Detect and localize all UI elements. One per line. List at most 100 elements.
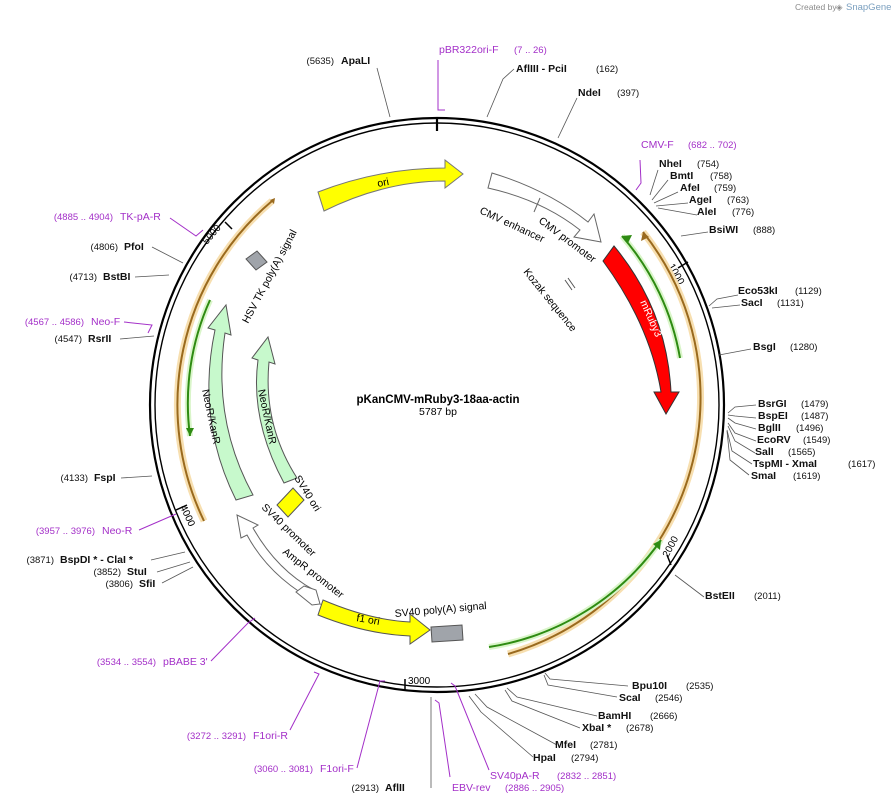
site-pos-stui: (3852): [94, 567, 121, 578]
site-pos-sali: (1565): [788, 447, 815, 458]
site-pos-bstbi: (4713): [70, 272, 97, 283]
site-pos-agei: (763): [727, 195, 749, 206]
tick-label-3000: 3000: [408, 676, 431, 687]
site-afei: AfeI: [680, 182, 700, 194]
site-aflii: AflII: [385, 782, 405, 794]
kozak-mark-2: [567, 277, 576, 289]
site-bsrgi: BsrGI: [758, 398, 787, 410]
tick-label-4000: 4000: [177, 504, 197, 529]
site-bglii: BglII: [758, 422, 781, 434]
mruby3-arrow: [602, 245, 680, 416]
site-bspei: BspEI: [758, 410, 788, 422]
site-pos-bsgi: (1280): [790, 342, 817, 353]
green-band-top-arrowhead: [622, 235, 632, 243]
site-pos-bsiwi: (888): [753, 225, 775, 236]
site-apali: ApaLI: [341, 55, 370, 67]
snapgene-credit: Created by ◈ SnapGene: [795, 2, 891, 13]
primers: pBR322ori-F (7 .. 26) CMV-F (682 .. 702)…: [25, 44, 737, 794]
green-band-left: [186, 299, 211, 437]
site-alei: AleI: [697, 206, 716, 218]
site-pos-saci: (1131): [777, 298, 804, 309]
site-saci: SacI: [741, 297, 763, 309]
cds-band-left: [176, 200, 273, 522]
kozak-mark-1: [564, 279, 573, 291]
site-pos-scai: (2546): [655, 693, 682, 704]
cmv-divider: [533, 197, 541, 213]
primer-range-neo-r: (3957 .. 3976): [36, 526, 95, 537]
primer-ebv-rev: EBV-rev: [452, 782, 491, 794]
site-ecorv: EcoRV: [757, 434, 791, 446]
primer-leaders: [123, 60, 642, 778]
site-smai: SmaI: [751, 470, 776, 482]
site-leaders: [119, 67, 757, 788]
site-sfii: SfiI: [139, 578, 155, 590]
site-bamhi: BamHI: [598, 710, 631, 722]
primer-tk-pa-r: TK-pA-R: [120, 211, 161, 223]
svg-text:◈: ◈: [836, 2, 843, 12]
site-pos-bmti: (758): [710, 171, 732, 182]
tick-4000: [175, 504, 188, 511]
green-band-bottom-glow: [488, 538, 664, 650]
sv40-ori-box: [276, 487, 305, 518]
cds-left-arrowhead: [270, 198, 275, 204]
site-scai: ScaI: [619, 692, 641, 704]
site-pos-nhei: (754): [697, 159, 719, 170]
primer-range-neo-f: (4567 .. 4586): [25, 317, 84, 328]
site-sali: SalI: [755, 446, 774, 458]
primer-f1ori-r: F1ori-R: [253, 730, 288, 742]
site-pos-bpu10i: (2535): [686, 681, 713, 692]
site-bmti: BmtI: [670, 170, 693, 182]
site-pos-eco53ki: (1129): [795, 286, 822, 297]
site-pos-bsrgi: (1479): [801, 399, 828, 410]
tick-label-5000: 5000: [201, 222, 224, 246]
green-band-bottom-arrowhead: [653, 540, 661, 550]
site-stui: StuI: [127, 566, 147, 578]
green-band-top: [621, 235, 681, 359]
site-pos-afei: (759): [714, 183, 736, 194]
site-bsteii: BstEII: [705, 590, 735, 602]
site-pos-pfoi: (4806): [91, 242, 118, 253]
site-pos-mfei: (2781): [590, 740, 617, 751]
sv40-polya-label: SV40 poly(A) signal: [394, 600, 487, 620]
primer-range-cmv-f: (682 .. 702): [688, 140, 737, 151]
primer-range-tk-pa-r: (4885 .. 4904): [54, 212, 113, 223]
site-pos-ndei: (397): [617, 88, 639, 99]
credit-prefix: Created by: [795, 2, 837, 12]
site-pos-bsteii: (2011): [754, 591, 781, 602]
hsv-tk-polya-label: HSV TK poly(A) signal: [240, 228, 300, 326]
plasmid-name: pKanCMV-mRuby3-18aa-actin: [357, 394, 520, 406]
primer-range-ebv-rev: (2886 .. 2905): [505, 783, 564, 794]
site-fspi: FspI: [94, 472, 116, 484]
plasmid-length: 5787 bp: [419, 406, 457, 418]
site-pos-alei: (776): [732, 207, 754, 218]
primer-pbr322ori-f: pBR322ori-F: [439, 44, 499, 56]
primer-range-sv40pa-r: (2832 .. 2851): [557, 771, 616, 782]
backbone-outer-ring: [148, 116, 726, 694]
kozak-label: Kozak sequence: [521, 266, 579, 334]
site-bsgi: BsgI: [753, 341, 776, 353]
site-pos-sfii: (3806): [106, 579, 133, 590]
site-bpu10i: Bpu10I: [632, 680, 667, 692]
site-pos-bglii: (1496): [796, 423, 823, 434]
neor-inner-arrow: [251, 335, 298, 484]
site-tspmi-xmai: TspMI - XmaI: [753, 458, 817, 470]
site-agei: AgeI: [689, 194, 712, 206]
cds-band-right: [507, 231, 702, 655]
site-pos-aflii: (2913): [352, 783, 379, 794]
site-pos-bspei: (1487): [801, 411, 828, 422]
site-xbai: XbaI *: [582, 722, 612, 734]
site-pos-smai: (1619): [793, 471, 820, 482]
site-afliii-pcii: AflIII - PciI: [516, 63, 567, 75]
site-pos-rsrii: (4547): [55, 334, 82, 345]
green-band-bottom: [488, 539, 662, 648]
site-rsrii: RsrII: [88, 333, 111, 345]
primer-pbabe3: pBABE 3': [163, 656, 208, 668]
tick-2000: [666, 554, 672, 566]
site-pos-bamhi: (2666): [650, 711, 677, 722]
site-pos-ecorv: (1549): [803, 435, 830, 446]
primer-f1ori-f: F1ori-F: [320, 763, 354, 775]
primer-neo-f: Neo-F: [91, 316, 120, 328]
site-pos-hpai: (2794): [571, 753, 598, 764]
credit-brand: SnapGene: [846, 2, 891, 13]
